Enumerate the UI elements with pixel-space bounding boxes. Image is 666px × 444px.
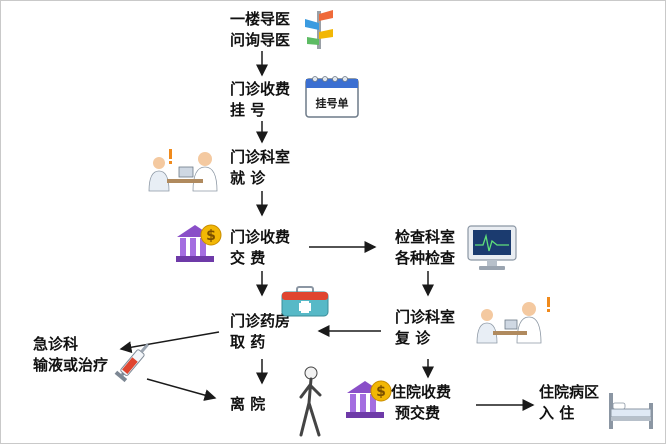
inpatient-fee-line2: 预交费 — [395, 404, 441, 422]
ward-line2-b: 住 — [559, 404, 575, 422]
inpatient-fee-line1: 住院收费 — [391, 383, 452, 401]
register-line2-b: 号 — [250, 101, 266, 119]
signpost-icon — [305, 10, 333, 49]
register-ticket-icon: 挂号单 — [305, 76, 359, 118]
node-leave: 离 院 — [230, 394, 298, 415]
node-register: 门诊收费 挂 号 — [230, 79, 298, 121]
arrow-emergency-to-leave — [146, 378, 217, 401]
clinic-line2-a: 就 — [230, 169, 246, 187]
clinic-line2-b: 诊 — [250, 169, 266, 187]
exam-line1: 检查科室 — [395, 228, 456, 246]
bank-payment-icon: $ — [176, 224, 222, 262]
svg-text:$: $ — [206, 228, 216, 244]
pharmacy-line2: 取 药 — [230, 332, 298, 353]
guide-line2: 问询导医 — [230, 31, 291, 49]
emergency-line1: 急诊科 — [33, 335, 79, 353]
register-line1: 门诊收费 — [230, 80, 291, 98]
register-line2-a: 挂 — [230, 101, 246, 119]
ward-line2-a: 入 — [539, 404, 555, 422]
guide-line1: 一楼导医 — [230, 10, 291, 28]
node-guide: 一楼导医 问询导医 — [230, 9, 298, 51]
node-emergency: 急诊科 输液或治疗 — [33, 334, 125, 376]
emergency-line2: 输液或治疗 — [33, 356, 109, 374]
clinic-line1: 门诊科室 — [230, 148, 291, 166]
arrow-pharmacy-to-emergency — [119, 331, 220, 354]
hospital-bed-icon — [609, 393, 653, 429]
leave-line1-b: 院 — [250, 395, 266, 413]
walking-person-icon — [299, 366, 322, 437]
clinic-line2: 就 诊 — [230, 168, 298, 189]
register-ticket-label: 挂号单 — [316, 96, 349, 110]
monitor-icon — [467, 225, 517, 270]
doctor-desk-icon — [148, 149, 218, 192]
node-clinic: 门诊科室 就 诊 — [230, 147, 298, 189]
recheck-line2-b: 诊 — [415, 329, 431, 347]
leave-line1: 离 院 — [230, 394, 298, 415]
svg-text:$: $ — [376, 384, 386, 400]
ward-line1: 住院病区 — [539, 383, 600, 401]
ward-line2: 入 住 — [539, 403, 607, 424]
medkit-icon — [281, 286, 329, 317]
recheck-line1: 门诊科室 — [395, 308, 456, 326]
pharmacy-line2-a: 取 — [230, 333, 246, 351]
bank-deposit-icon: $ — [346, 380, 392, 418]
leave-line1-a: 离 — [230, 395, 246, 413]
register-line2: 挂 号 — [230, 100, 298, 121]
pharmacy-line2-b: 药 — [250, 333, 266, 351]
syringe-icon — [114, 343, 150, 383]
node-pharmacy: 门诊药房 取 药 — [230, 311, 298, 353]
node-exam: 检查科室 各种检查 — [395, 227, 463, 269]
node-recheck: 门诊科室 复 诊 — [395, 307, 463, 349]
recheck-line2-a: 复 — [395, 329, 411, 347]
payment-line2-b: 费 — [250, 249, 266, 267]
recheck-line2: 复 诊 — [395, 328, 463, 349]
node-payment: 门诊收费 交 费 — [230, 227, 298, 269]
pharmacy-line1: 门诊药房 — [230, 312, 291, 330]
node-inpatient-fee: 住院收费 预交费 — [391, 382, 467, 424]
payment-line2: 交 费 — [230, 248, 298, 269]
exam-line2: 各种检查 — [395, 249, 456, 267]
node-ward: 住院病区 入 住 — [539, 382, 607, 424]
payment-line2-a: 交 — [230, 249, 246, 267]
payment-line1: 门诊收费 — [230, 228, 291, 246]
doctor-patient-icon — [476, 297, 550, 344]
